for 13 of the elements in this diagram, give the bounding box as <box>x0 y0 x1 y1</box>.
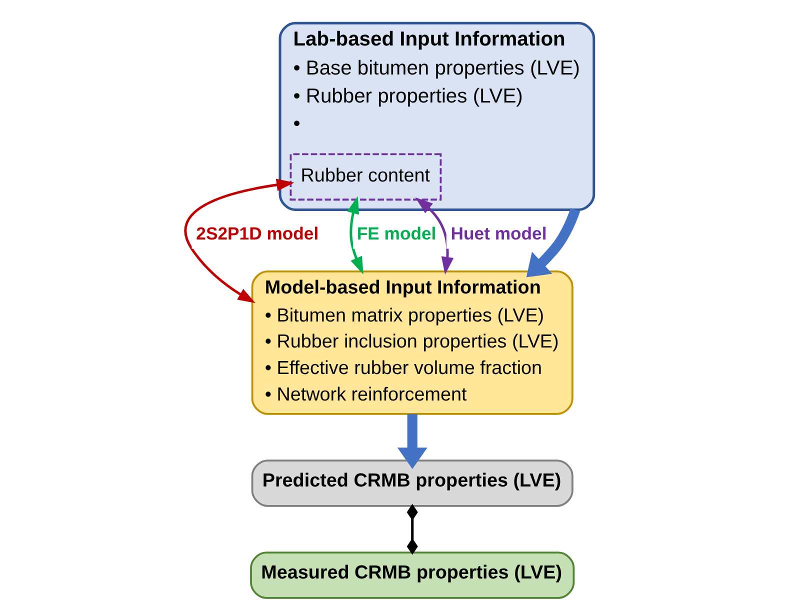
edge-label: 2S2P1D model <box>196 224 318 244</box>
connector <box>406 504 418 555</box>
node-box: Predicted CRMB properties (LVE) <box>250 460 573 507</box>
arrow <box>526 208 580 278</box>
edge-label: FE model <box>356 224 436 244</box>
arrow <box>346 196 363 275</box>
arrow <box>396 414 427 470</box>
node-box: Rubber content <box>289 153 442 201</box>
edge-label: Huet model <box>450 224 546 244</box>
node-box: Measured CRMB properties (LVE) <box>250 552 574 599</box>
node-box: Model-based Input Information • Bitumen matrix properties (LVE) • Rubber inclusion properties (LVE) • Effective rubber volume fraction • Network reinforcement <box>250 270 573 415</box>
arrow <box>184 178 294 304</box>
arrow <box>414 197 454 275</box>
